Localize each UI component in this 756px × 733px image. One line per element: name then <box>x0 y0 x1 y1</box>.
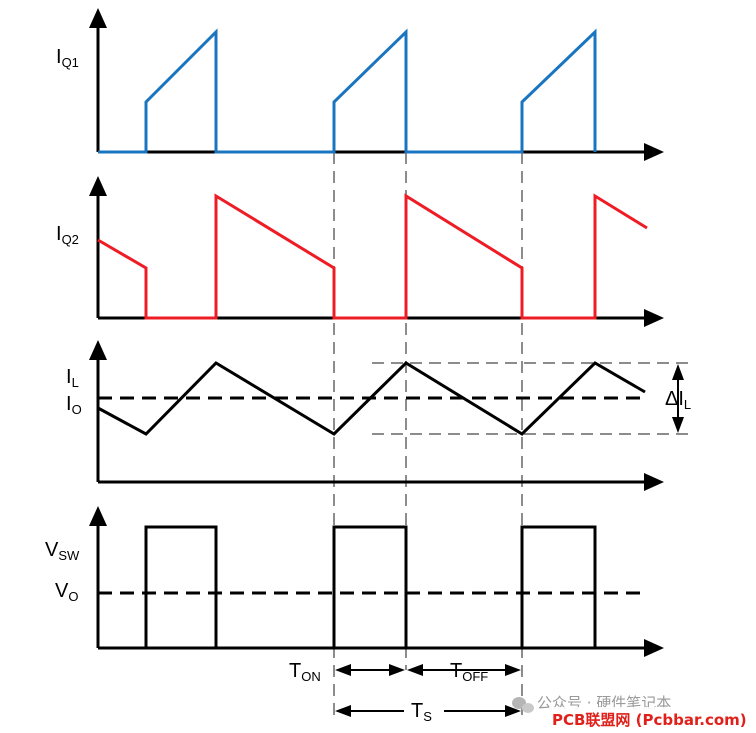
arrow-up-il <box>89 340 107 360</box>
label-il: IL <box>66 366 79 390</box>
panel-iq1: IQ1 <box>56 8 664 161</box>
arrow-up-vsw <box>89 506 107 526</box>
panel-switch-voltage: VSW VO <box>45 506 664 657</box>
guide-lines <box>333 152 690 720</box>
panel-iq2: IQ2 <box>56 176 664 327</box>
axes-iq1 <box>96 22 648 154</box>
axes-vsw <box>96 522 648 650</box>
waveform-il <box>97 361 646 436</box>
label-toff: TOFF <box>450 660 488 684</box>
label-iq1: IQ1 <box>56 46 79 70</box>
wechat-icon <box>512 697 534 713</box>
arrow-right-iq2 <box>644 309 664 327</box>
arrow-up-iq1 <box>89 8 107 28</box>
waveform-vsw <box>98 525 597 650</box>
panel-inductor-current: IL IO ΔIL <box>66 340 691 491</box>
timing-annotations: TON TOFF TS <box>289 660 521 724</box>
label-delta-il: ΔIL <box>665 388 691 412</box>
axes-il <box>96 356 648 484</box>
label-ton: TON <box>289 660 321 684</box>
waveform-iq1 <box>98 28 597 154</box>
label-ts: TS <box>411 700 432 724</box>
watermark: 公众号 · 硬件笔记本 PCB联盟网 (Pcbbar.com) <box>512 694 752 730</box>
watermark-site: PCB联盟网 (Pcbbar.com) <box>552 711 747 729</box>
arrow-right-il <box>644 473 664 491</box>
label-vsw: VSW <box>45 539 80 563</box>
axes-iq2 <box>96 192 648 320</box>
arrow-right-iq1 <box>644 143 664 161</box>
label-iq2: IQ2 <box>56 223 79 247</box>
arrow-right-vsw <box>644 639 664 657</box>
label-vo: VO <box>55 580 78 604</box>
arrow-up-iq2 <box>89 176 107 196</box>
delta-il-arrow <box>672 364 684 433</box>
label-io: IO <box>66 393 82 417</box>
waveform-iq2 <box>97 193 648 320</box>
